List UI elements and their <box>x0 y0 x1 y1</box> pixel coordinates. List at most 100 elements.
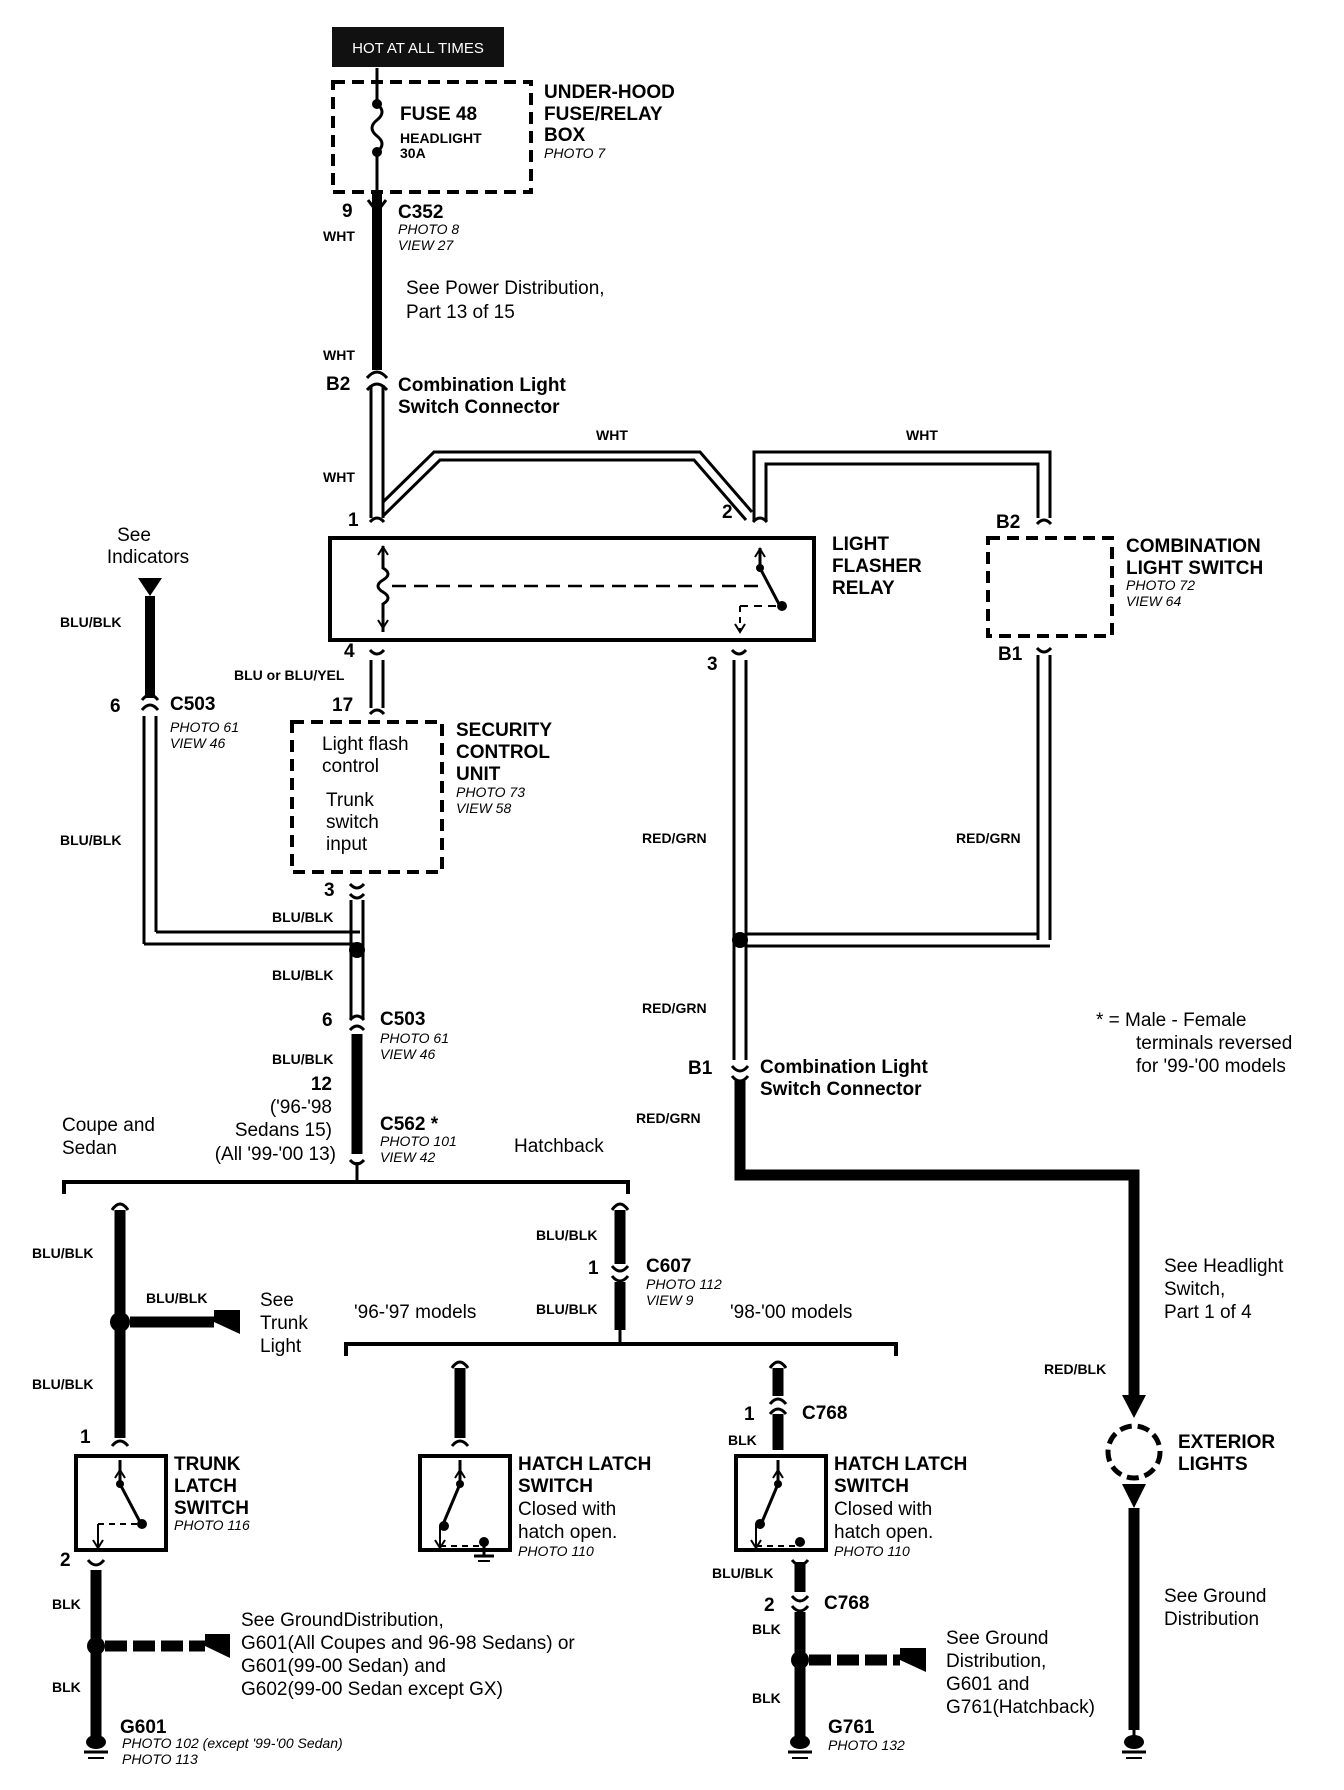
c503-left-label: C503 <box>170 694 215 715</box>
comb-conn-bottom-2: Switch Connector <box>760 1079 922 1100</box>
c352-view: VIEW 27 <box>398 237 454 253</box>
security-inner-2: control <box>322 756 379 777</box>
trunk-light-1: See <box>260 1290 294 1311</box>
ground-note-right-1: See Ground <box>1164 1586 1266 1607</box>
light-flasher-relay <box>328 516 816 656</box>
hatch-a-photo: PHOTO 110 <box>518 1543 594 1559</box>
power-note-2: Part 13 of 15 <box>406 302 515 323</box>
c768-bot-pin: 2 <box>764 1595 775 1616</box>
relay-pin-4: 4 <box>344 641 355 662</box>
comb-switch-pin-b2: B2 <box>996 512 1020 533</box>
trunk-light-3: Light <box>260 1336 302 1357</box>
c562-photo: PHOTO 101 <box>380 1133 457 1149</box>
c352-label: C352 <box>398 202 443 223</box>
comb-conn-bottom-1: Combination Light <box>760 1057 928 1078</box>
wire-label-blu-blk-6: BLU/BLK <box>32 1245 93 1261</box>
ground-note-hatch-2: Distribution, <box>946 1651 1046 1672</box>
security-label-3: UNIT <box>456 764 501 785</box>
c562-pin: 12 <box>311 1074 332 1095</box>
hatch-a-4: hatch open. <box>518 1522 617 1543</box>
ground-note-right-2: Distribution <box>1164 1609 1259 1630</box>
c503-center-pin: 6 <box>322 1010 333 1031</box>
c768-bot-label: C768 <box>824 1593 869 1614</box>
g761-label: G761 <box>828 1717 875 1738</box>
relay-label-1: LIGHT <box>832 534 889 555</box>
c562-note-3: (All '99-'00 13) <box>215 1144 336 1165</box>
comb-switch-photo: PHOTO 72 <box>1126 577 1195 593</box>
relay-pin-1: 1 <box>348 510 359 531</box>
hatch-b-2: SWITCH <box>834 1476 909 1497</box>
wire-blu-yel <box>368 660 386 716</box>
security-view: VIEW 58 <box>456 800 511 816</box>
svg-text:30A: 30A <box>400 145 426 161</box>
c503-left-photo: PHOTO 61 <box>170 719 239 735</box>
trunk-pin-1: 1 <box>80 1427 91 1448</box>
wire-label-blk-4: BLK <box>752 1621 781 1637</box>
comb-switch-label-1: COMBINATION <box>1126 536 1261 557</box>
wire-label-wht-1: WHT <box>323 228 355 244</box>
svg-text:FUSE 48: FUSE 48 <box>400 104 477 125</box>
exterior-lights <box>1105 1423 1163 1759</box>
c607-photo: PHOTO 112 <box>646 1276 722 1292</box>
c562-label: C562 * <box>380 1114 439 1135</box>
wire-label-wht-5: WHT <box>906 427 938 443</box>
wire-label-blu-blk-1: BLU/BLK <box>60 614 121 630</box>
note-star-3: for '99-'00 models <box>1136 1056 1286 1077</box>
wire-label-wht-4: WHT <box>596 427 628 443</box>
wire-label-blu-blk-5: BLU/BLK <box>272 1051 333 1067</box>
wire-label-blu-blk-2: BLU/BLK <box>60 832 121 848</box>
comb-conn-top-2: Switch Connector <box>398 397 560 418</box>
trunk-latch-switch <box>74 1454 168 1567</box>
comb-switch-pin-b1: B1 <box>998 644 1023 665</box>
wire-trunk-branch <box>110 1202 240 1447</box>
wire-label-red-blk: RED/BLK <box>1044 1361 1106 1377</box>
comb-conn-top-1: Combination Light <box>398 375 566 396</box>
wire-wht-main <box>365 192 389 518</box>
wire-label-blu-blk-4: BLU/BLK <box>272 967 333 983</box>
hatch-b-1: HATCH LATCH <box>834 1454 967 1475</box>
security-label-2: CONTROL <box>456 742 550 763</box>
wire-label-blk-3: BLK <box>728 1432 757 1448</box>
relay-label-3: RELAY <box>832 578 895 599</box>
wire-label-blu-blk-9: BLU/BLK <box>536 1227 597 1243</box>
wire-label-wht-2: WHT <box>323 347 355 363</box>
wire-label-blu-blk-3: BLU/BLK <box>272 909 333 925</box>
svg-text:PHOTO 7: PHOTO 7 <box>544 145 606 161</box>
indicators-label-1: See <box>117 525 151 546</box>
c768-top-label: C768 <box>802 1403 847 1424</box>
security-inner-5: input <box>326 834 368 855</box>
c503-left-pin: 6 <box>110 696 121 717</box>
wire-label-blk-1: BLK <box>52 1596 81 1612</box>
wire-label-wht-3: WHT <box>323 469 355 485</box>
hatch-b-photo: PHOTO 110 <box>834 1543 910 1559</box>
security-photo: PHOTO 73 <box>456 784 525 800</box>
wire-red-grn <box>730 660 1146 1418</box>
branch-hatchback: Hatchback <box>514 1136 604 1157</box>
wire-wht-branches <box>381 450 1052 521</box>
wire-label-red-grn-2: RED/GRN <box>956 830 1021 846</box>
wire-label-red-grn-1: RED/GRN <box>642 830 707 846</box>
wire-label-blu-blk-8: BLU/BLK <box>32 1376 93 1392</box>
comb-switch-view: VIEW 64 <box>1126 593 1181 609</box>
security-control-unit <box>290 720 444 900</box>
ground-note-left-3: G601(99-00 Sedan) and <box>241 1656 446 1677</box>
ground-note-left-1: See GroundDistribution, <box>241 1610 444 1631</box>
c352-pin: 9 <box>342 201 353 222</box>
c768-top-pin: 1 <box>744 1404 755 1425</box>
security-inner-3: Trunk <box>326 790 374 811</box>
c562-view: VIEW 42 <box>380 1149 435 1165</box>
trunk-switch-photo: PHOTO 116 <box>174 1517 250 1533</box>
comb-switch-label-2: LIGHT SWITCH <box>1126 558 1263 579</box>
trunk-light-2: Trunk <box>260 1313 308 1334</box>
hot-at-all-times-banner: HOT AT ALL TIMES <box>332 27 504 67</box>
wire-label-blk-5: BLK <box>752 1690 781 1706</box>
c503-center-photo: PHOTO 61 <box>380 1030 449 1046</box>
c607-view: VIEW 9 <box>646 1292 694 1308</box>
wire-label-blu-blk-7: BLU/BLK <box>146 1290 207 1306</box>
ground-note-hatch-3: G601 and <box>946 1674 1029 1695</box>
indicators-label-2: Indicators <box>107 547 189 568</box>
g761-photo: PHOTO 132 <box>828 1737 905 1753</box>
g601-photo-1: PHOTO 102 (except '99-'00 Sedan) <box>122 1735 343 1751</box>
wire-label-red-grn-4: RED/GRN <box>636 1110 701 1126</box>
